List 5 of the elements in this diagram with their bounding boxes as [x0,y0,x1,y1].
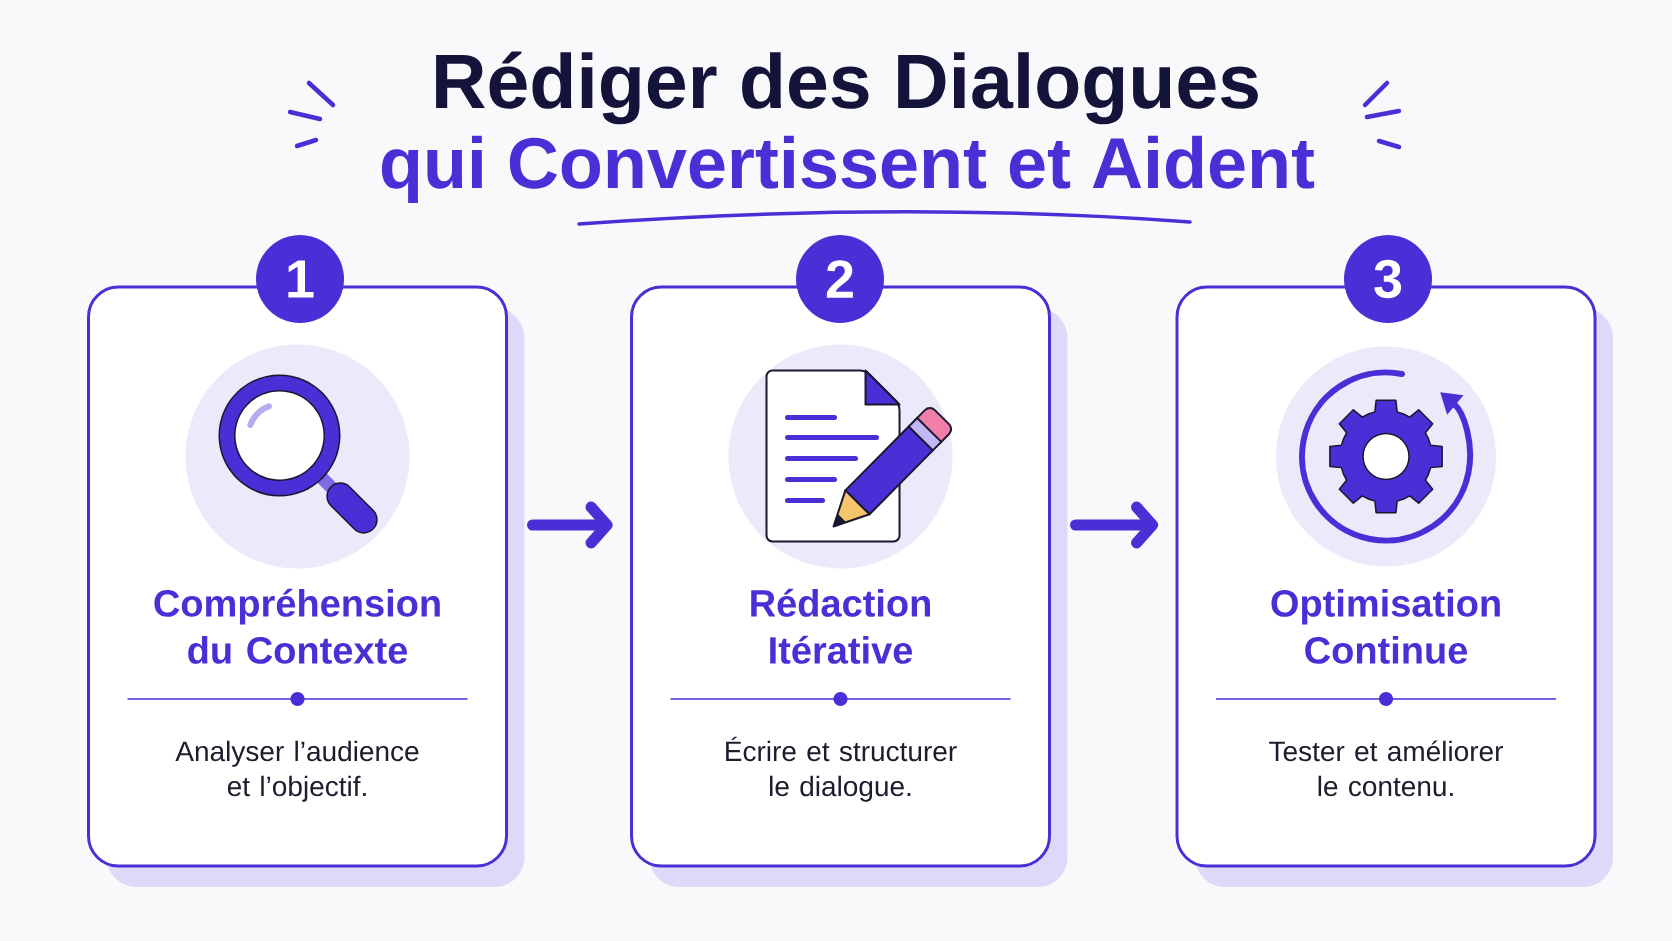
subtitle: qui Convertissent et Aident [381,135,1315,203]
title: Rédiger des Dialogues [436,51,1258,125]
number-badge: 2 [796,235,884,323]
number-badge: 1 [256,235,344,323]
number-badge: 3 [1344,235,1432,323]
